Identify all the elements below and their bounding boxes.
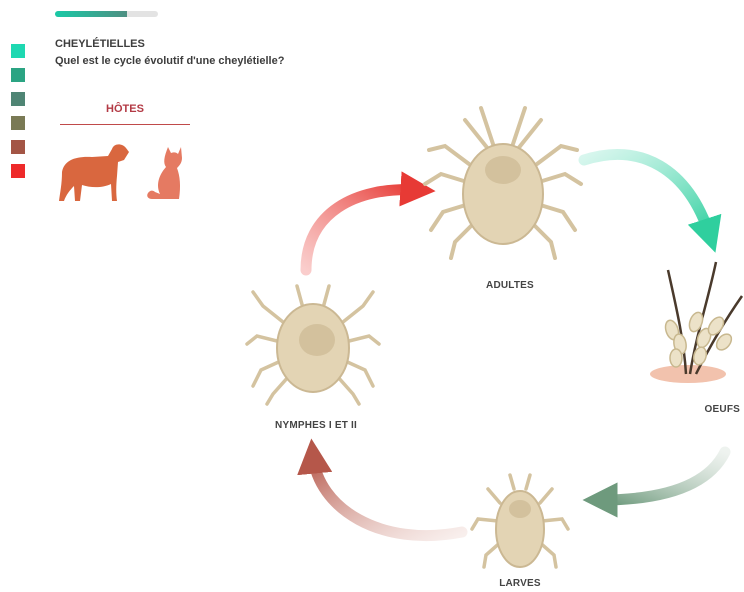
arrow-adults-to-eggs [584,154,710,236]
eggs-on-hair-icon [650,262,742,383]
adult-mite-icon [425,108,581,258]
arrow-nymphs-to-adults [306,190,418,270]
arrow-larvae-to-nymphs [313,456,462,536]
nymph-mite-icon [247,286,379,404]
stage-label-adults: ADULTES [440,280,580,291]
stage-label-larvae: LARVES [450,578,590,589]
larva-mite-icon [472,475,568,567]
stage-label-nymphs: NYMPHES I ET II [246,420,386,431]
cat-icon [147,147,182,199]
arrow-eggs-to-larvae [600,452,725,500]
stage-label-eggs: OEUFS [624,404,744,415]
dog-icon [59,144,129,201]
